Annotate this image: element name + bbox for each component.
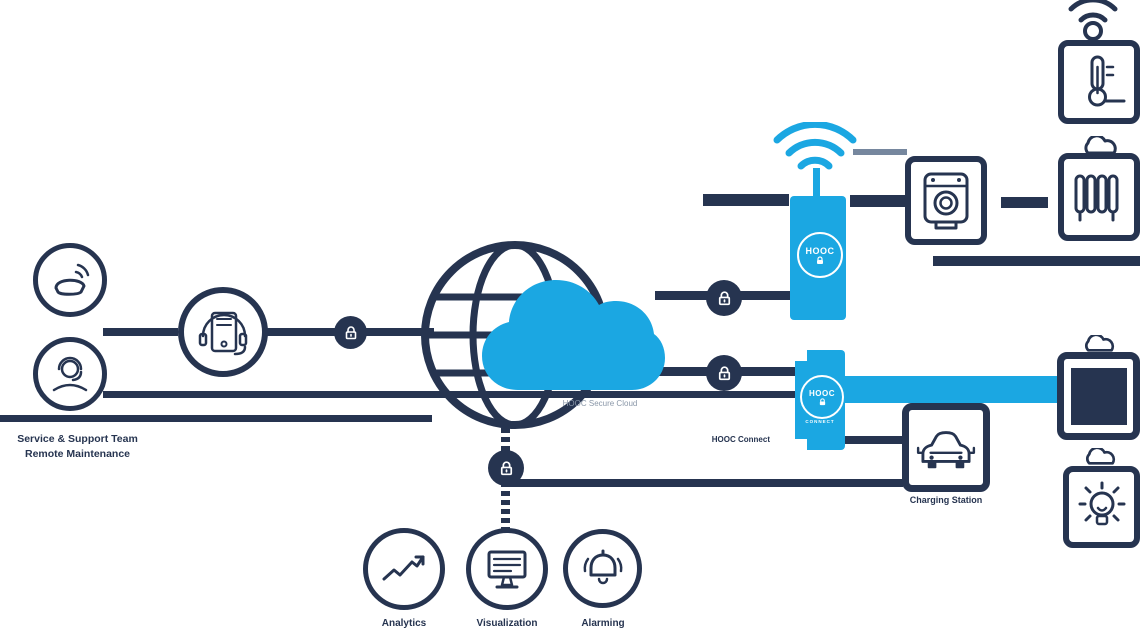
cloud-icon [482, 280, 665, 390]
analytics-label: Analytics [381, 618, 427, 629]
hooc-logo-lock-icon [819, 397, 825, 405]
left-group-label-1: Service & Support Team [17, 433, 138, 445]
hooc-logo-2-text: HOOC [809, 388, 835, 398]
left-group-label-2: Remote Maintenance [24, 448, 131, 460]
cloud-label: HOOC Secure Cloud [562, 399, 638, 408]
car-label: Charging Station [909, 495, 983, 505]
connector-right-edge [933, 256, 1140, 266]
blue-bus-band [845, 376, 1059, 403]
gateway2-tab-top [795, 350, 807, 361]
connector-edge-path [0, 415, 432, 422]
antenna-stem [813, 168, 820, 202]
support-agent-icon [52, 356, 88, 392]
lightbulb-icon [1078, 481, 1125, 526]
smart-light-box [1063, 466, 1140, 548]
touch-panel-box [1057, 352, 1140, 440]
lock-icon-left [334, 316, 367, 349]
appliance-box [905, 156, 987, 245]
connector-leftgroup [103, 328, 178, 336]
connector-biggroup-lock [260, 328, 364, 336]
lock-icon-gateway1 [706, 280, 742, 316]
hooc-logo-1: HOOC [797, 232, 843, 278]
lock-icon-services [488, 450, 524, 486]
wifi-small-icon [1068, 0, 1118, 40]
touch-panel-icon [1070, 367, 1127, 425]
connector-gateway1-appliance [850, 195, 907, 207]
alarm-bell-icon [583, 549, 622, 584]
phone-icon [54, 263, 90, 296]
hotline-circle [33, 243, 107, 317]
hooc-logo-1-text: HOOC [805, 245, 835, 256]
lock-icon-gateway2 [706, 355, 742, 391]
agent-circle [33, 337, 107, 411]
trend-chart-icon [382, 555, 425, 581]
radiator-box [1058, 153, 1140, 241]
car-box [902, 403, 990, 492]
hooc-logo-2-subtext: CONNECT [805, 419, 835, 424]
connector-gateway1-stub [703, 194, 789, 206]
gateway2-label: HOOC Connect [711, 435, 770, 444]
appliance-icon [923, 172, 969, 229]
gateway2-tab-bottom [795, 439, 807, 450]
car-icon [916, 430, 976, 468]
hooc-logo-2: HOOC [800, 375, 844, 419]
cloud-badge-icon [1084, 136, 1117, 155]
radiator-icon [1074, 174, 1119, 222]
connector-gateway2-car [845, 436, 903, 444]
analytics-circle [363, 528, 445, 610]
thermostat-icon [1088, 55, 1126, 107]
remote-device-circle [178, 287, 268, 377]
wifi-icon [773, 122, 857, 170]
alarming-label: Alarming [581, 618, 625, 629]
visualization-circle [466, 528, 548, 610]
connector-appliance-radiator [1001, 197, 1048, 208]
cloud-badge-icon [1086, 448, 1116, 465]
hooc-logo-lock-icon [817, 255, 823, 264]
thermostat-box [1058, 40, 1140, 124]
cloud-badge-icon [1085, 335, 1115, 352]
visualization-label: Visualization [476, 618, 538, 629]
connector-branch-car [505, 479, 903, 487]
monitor-icon [487, 550, 527, 589]
connector-lock-globe [364, 328, 434, 336]
tablet-headset-icon [198, 311, 248, 356]
connector-wifi-appliance [853, 149, 907, 155]
alarming-circle [563, 529, 642, 608]
